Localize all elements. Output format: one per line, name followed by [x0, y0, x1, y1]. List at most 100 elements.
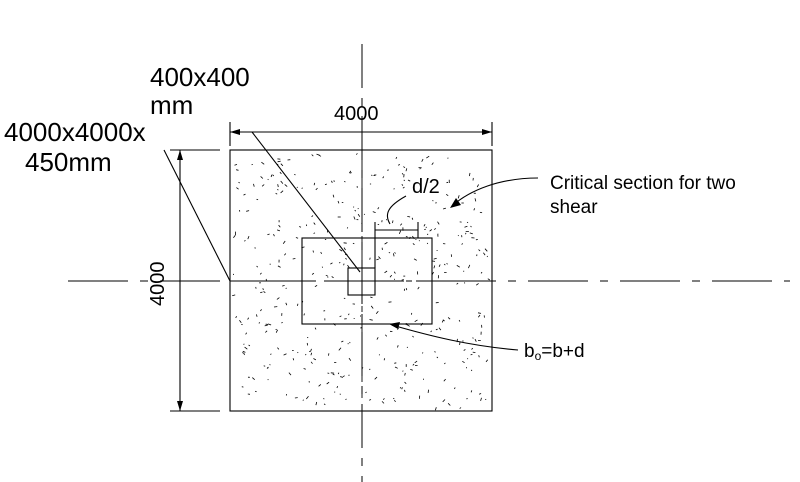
hatch-mark — [338, 261, 341, 264]
hatch-mark — [431, 162, 434, 166]
hatch-mark — [414, 319, 418, 323]
hatch-mark — [434, 228, 436, 230]
hatch-mark — [280, 180, 284, 184]
dim-top-arrow-left — [230, 129, 240, 135]
hatch-mark — [377, 207, 380, 210]
hatch-mark — [244, 240, 246, 242]
hatch-mark — [443, 263, 446, 266]
hatch-mark — [297, 351, 299, 354]
hatch-mark — [357, 213, 361, 217]
critical-section-rect — [301, 237, 433, 325]
hatch-mark — [311, 215, 314, 218]
hatch-mark — [461, 243, 463, 245]
hatch-mark — [266, 366, 269, 369]
hatch-mark — [412, 243, 415, 246]
hatch-mark — [260, 176, 264, 179]
hatch-mark — [332, 194, 335, 198]
hatch-mark — [277, 265, 281, 268]
hatch-mark — [446, 263, 448, 265]
hatch-mark — [414, 360, 418, 364]
perimeter-subscript: o — [535, 349, 542, 363]
hatch-mark — [427, 389, 429, 393]
hatch-mark — [311, 154, 314, 157]
critical-section-arrowhead — [450, 198, 461, 208]
hatch-mark — [258, 322, 261, 324]
hatch-mark — [347, 343, 349, 345]
hatch-mark — [437, 221, 440, 225]
hatch-mark — [312, 250, 314, 253]
hatch-mark — [471, 347, 474, 350]
hatch-mark — [445, 193, 449, 197]
hatch-mark — [324, 183, 327, 186]
dimension-width-label: 4000 — [334, 103, 379, 125]
hatch-mark — [365, 391, 367, 394]
hatch-mark — [259, 272, 262, 275]
hatch-mark — [303, 313, 305, 316]
hatch-mark — [468, 264, 471, 269]
hatch-mark — [236, 169, 239, 171]
hatch-mark — [340, 376, 344, 378]
hatch-mark — [470, 225, 472, 228]
hatch-mark — [260, 309, 262, 312]
hatch-mark — [447, 403, 451, 406]
hatch-mark — [275, 192, 278, 195]
hatch-mark — [483, 252, 486, 256]
concrete-hatch — [232, 153, 491, 411]
hatch-mark — [442, 207, 447, 210]
hatch-mark — [426, 155, 430, 159]
hatch-mark — [405, 168, 408, 172]
hatch-mark — [419, 168, 421, 170]
hatch-mark — [318, 154, 322, 157]
hatch-mark — [417, 286, 420, 290]
dimension-height-label: 4000 — [147, 262, 169, 307]
hatch-mark — [406, 324, 410, 327]
hatch-mark — [393, 400, 396, 403]
hatch-mark — [403, 166, 406, 169]
hatch-mark — [273, 233, 275, 237]
hatch-mark — [245, 332, 248, 335]
hatch-mark — [393, 188, 395, 190]
hatch-mark — [382, 398, 385, 400]
half-depth-leader — [386, 195, 407, 225]
hatch-mark — [442, 399, 446, 403]
hatch-mark — [369, 319, 373, 321]
hatch-mark — [469, 172, 471, 177]
hatch-mark — [349, 170, 352, 174]
hatch-mark — [280, 163, 284, 167]
hatch-mark — [348, 357, 352, 361]
hatch-mark — [282, 285, 285, 287]
hatch-mark — [321, 266, 324, 268]
hatch-mark — [421, 352, 424, 354]
hatch-mark — [337, 372, 340, 375]
hatch-mark — [310, 348, 312, 352]
hatch-mark — [436, 356, 439, 359]
hatch-mark — [260, 291, 263, 294]
hatch-mark — [470, 390, 473, 393]
hatch-mark — [323, 403, 326, 406]
hatch-mark — [384, 242, 388, 245]
hatch-mark — [254, 390, 257, 393]
hatch-mark — [288, 372, 292, 376]
hatch-mark — [256, 198, 259, 201]
hatch-mark — [282, 240, 286, 244]
hatch-mark — [425, 226, 427, 229]
hatch-mark — [472, 337, 474, 339]
critical-section-leader — [451, 177, 539, 207]
hatch-mark — [305, 396, 309, 400]
hatch-mark — [292, 358, 295, 361]
hatch-mark — [349, 172, 352, 174]
hatch-mark — [372, 211, 376, 213]
hatch-mark — [389, 274, 393, 278]
hatch-mark — [313, 232, 316, 234]
hatch-mark — [402, 370, 404, 372]
perimeter-leader — [391, 324, 519, 351]
hatch-mark — [405, 236, 408, 238]
hatch-mark — [244, 346, 248, 350]
hatch-mark — [424, 228, 426, 230]
hatch-mark — [247, 317, 250, 320]
hatch-mark — [302, 399, 304, 401]
hatch-mark — [337, 200, 340, 204]
hatch-mark — [474, 338, 477, 342]
hatch-mark — [343, 247, 346, 251]
hatch-mark — [336, 385, 339, 389]
